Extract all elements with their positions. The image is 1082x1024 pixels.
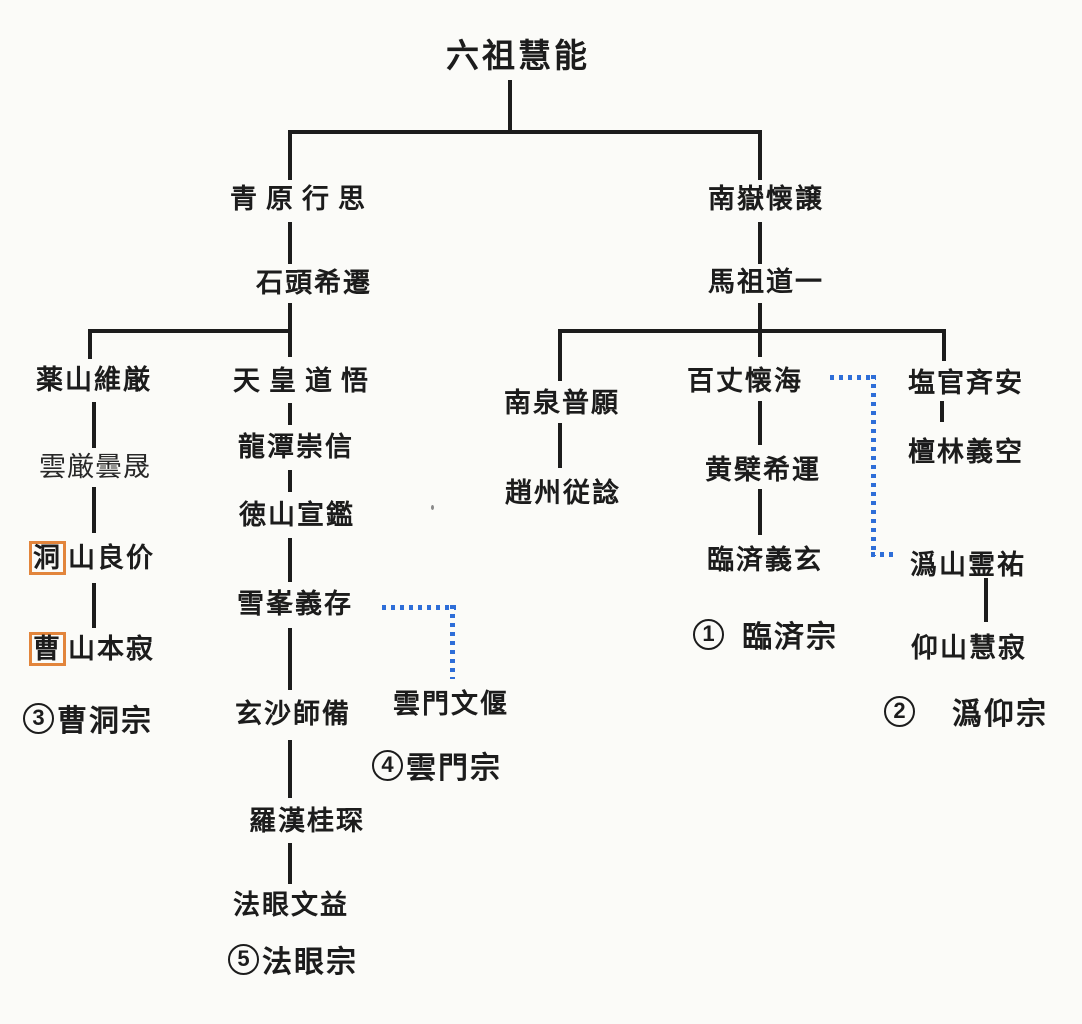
connector-huineng-branch xyxy=(288,130,762,134)
node-nanquan-puyuan: 南泉普願 xyxy=(504,388,620,418)
school-guiyang: 2 潙仰宗 xyxy=(884,689,1048,733)
school-fayan-name: 法眼宗 xyxy=(262,946,358,979)
school-caodong-name: 曹洞宗 xyxy=(57,705,153,738)
node-deshan-xuanjian: 徳山宣鑑 xyxy=(239,500,355,530)
dotted-connector-baizhang-guishan-h2 xyxy=(871,552,897,557)
connector-nanyue-mazu xyxy=(758,222,762,264)
connector-longtan-deshan xyxy=(288,470,292,492)
circled-number-1: 1 xyxy=(693,618,724,650)
node-caoshan-benji: 曹山本寂 xyxy=(29,632,155,667)
connector-xuansha-luohan xyxy=(288,740,292,798)
connector-yanguan-danlin xyxy=(940,401,944,422)
circled-number-5: 5 xyxy=(228,943,259,975)
node-longtan-chongxin: 龍潭崇信 xyxy=(238,432,354,462)
connector-deshan-xuefeng xyxy=(288,538,292,582)
connector-guishan-yangshan xyxy=(984,578,988,622)
connector-to-nanyue xyxy=(758,130,762,180)
node-tianhuang-daowu: 天皇道悟 xyxy=(233,366,377,396)
node-mazu-daoyi: 馬祖道一 xyxy=(708,267,824,297)
school-yunmen-name: 雲門宗 xyxy=(406,752,502,785)
node-yangshan-huiji: 仰山慧寂 xyxy=(911,633,1027,663)
connector-tianhuang-longtan xyxy=(288,403,292,425)
node-dongshan-liangjie: 洞山良价 xyxy=(29,541,155,576)
circled-number-2: 2 xyxy=(884,695,915,727)
connector-luohan-fayan xyxy=(288,843,292,884)
node-yanguan-qian: 塩官斉安 xyxy=(908,368,1024,398)
connector-baizhang-huangbo xyxy=(758,401,762,445)
node-yunmen-wenyan: 雲門文偃 xyxy=(393,689,509,719)
dotted-connector-baizhang-guishan-v xyxy=(871,375,876,556)
dotted-connector-xuefeng-yunmen-v xyxy=(450,605,455,679)
connector-qingyuan-shitou xyxy=(288,222,292,264)
node-qingyuan-xingsi: 青原行思 xyxy=(230,184,374,214)
school-linji-name: 臨済宗 xyxy=(742,621,838,654)
school-linji: 1 臨済宗 xyxy=(693,612,838,656)
node-yunyan-tansheng: 雲厳曇晟 xyxy=(39,452,151,482)
connector-mazu-branch xyxy=(558,329,946,333)
node-dongshan-rest: 山良价 xyxy=(68,543,155,573)
node-luohan-guichen: 羅漢桂琛 xyxy=(249,806,365,836)
connector-yunyan-dongshan xyxy=(92,487,96,533)
node-huangbo-xiyun: 黄檗希運 xyxy=(705,455,821,485)
school-guiyang-name: 潙仰宗 xyxy=(952,698,1048,731)
circled-number-3: 3 xyxy=(23,702,54,734)
node-xuefeng-yicun: 雪峯義存 xyxy=(237,589,353,619)
scan-artifact-dot xyxy=(431,505,434,510)
connector-huangbo-linji xyxy=(758,489,762,535)
node-xuansha-shibei: 玄沙師備 xyxy=(235,699,351,729)
connector-xuefeng-xuansha xyxy=(288,628,292,690)
node-linji-yixuan: 臨済義玄 xyxy=(707,545,823,575)
node-baizhang-huaihai: 百丈懐海 xyxy=(687,366,803,396)
node-nanyue-huairang: 南嶽懐譲 xyxy=(708,184,824,214)
node-yaoshan-weiyan: 薬山維厳 xyxy=(36,365,152,395)
highlight-box-cao: 曹 xyxy=(29,632,66,667)
connector-huineng-stem xyxy=(508,80,512,132)
node-zhaozhou-congshen: 趙州従諗 xyxy=(505,478,621,508)
node-danlin-yikong: 檀林義空 xyxy=(908,437,1024,467)
node-fayan-wenyi: 法眼文益 xyxy=(233,890,349,920)
dotted-connector-xuefeng-yunmen-h xyxy=(382,605,456,610)
connector-to-yanguan xyxy=(942,329,946,361)
connector-dongshan-caoshan xyxy=(92,583,96,628)
connector-nanquan-zhaozhou xyxy=(558,423,562,468)
connector-to-nanquan xyxy=(558,329,562,381)
connector-to-qingyuan xyxy=(288,130,292,180)
circled-number-4: 4 xyxy=(372,749,403,781)
node-guishan-lingyou: 潙山霊祐 xyxy=(910,550,1026,580)
node-caoshan-rest: 山本寂 xyxy=(68,634,155,664)
node-shitou-xiqian: 石頭希遷 xyxy=(256,268,372,298)
connector-shitou-branch xyxy=(88,329,292,333)
highlight-box-dong: 洞 xyxy=(29,541,66,576)
connector-yaoshan-yunyan xyxy=(92,402,96,448)
dotted-connector-baizhang-guishan-h1 xyxy=(830,375,876,380)
connector-to-yaoshan xyxy=(88,329,92,359)
node-huineng: 六祖慧能 xyxy=(446,37,590,74)
